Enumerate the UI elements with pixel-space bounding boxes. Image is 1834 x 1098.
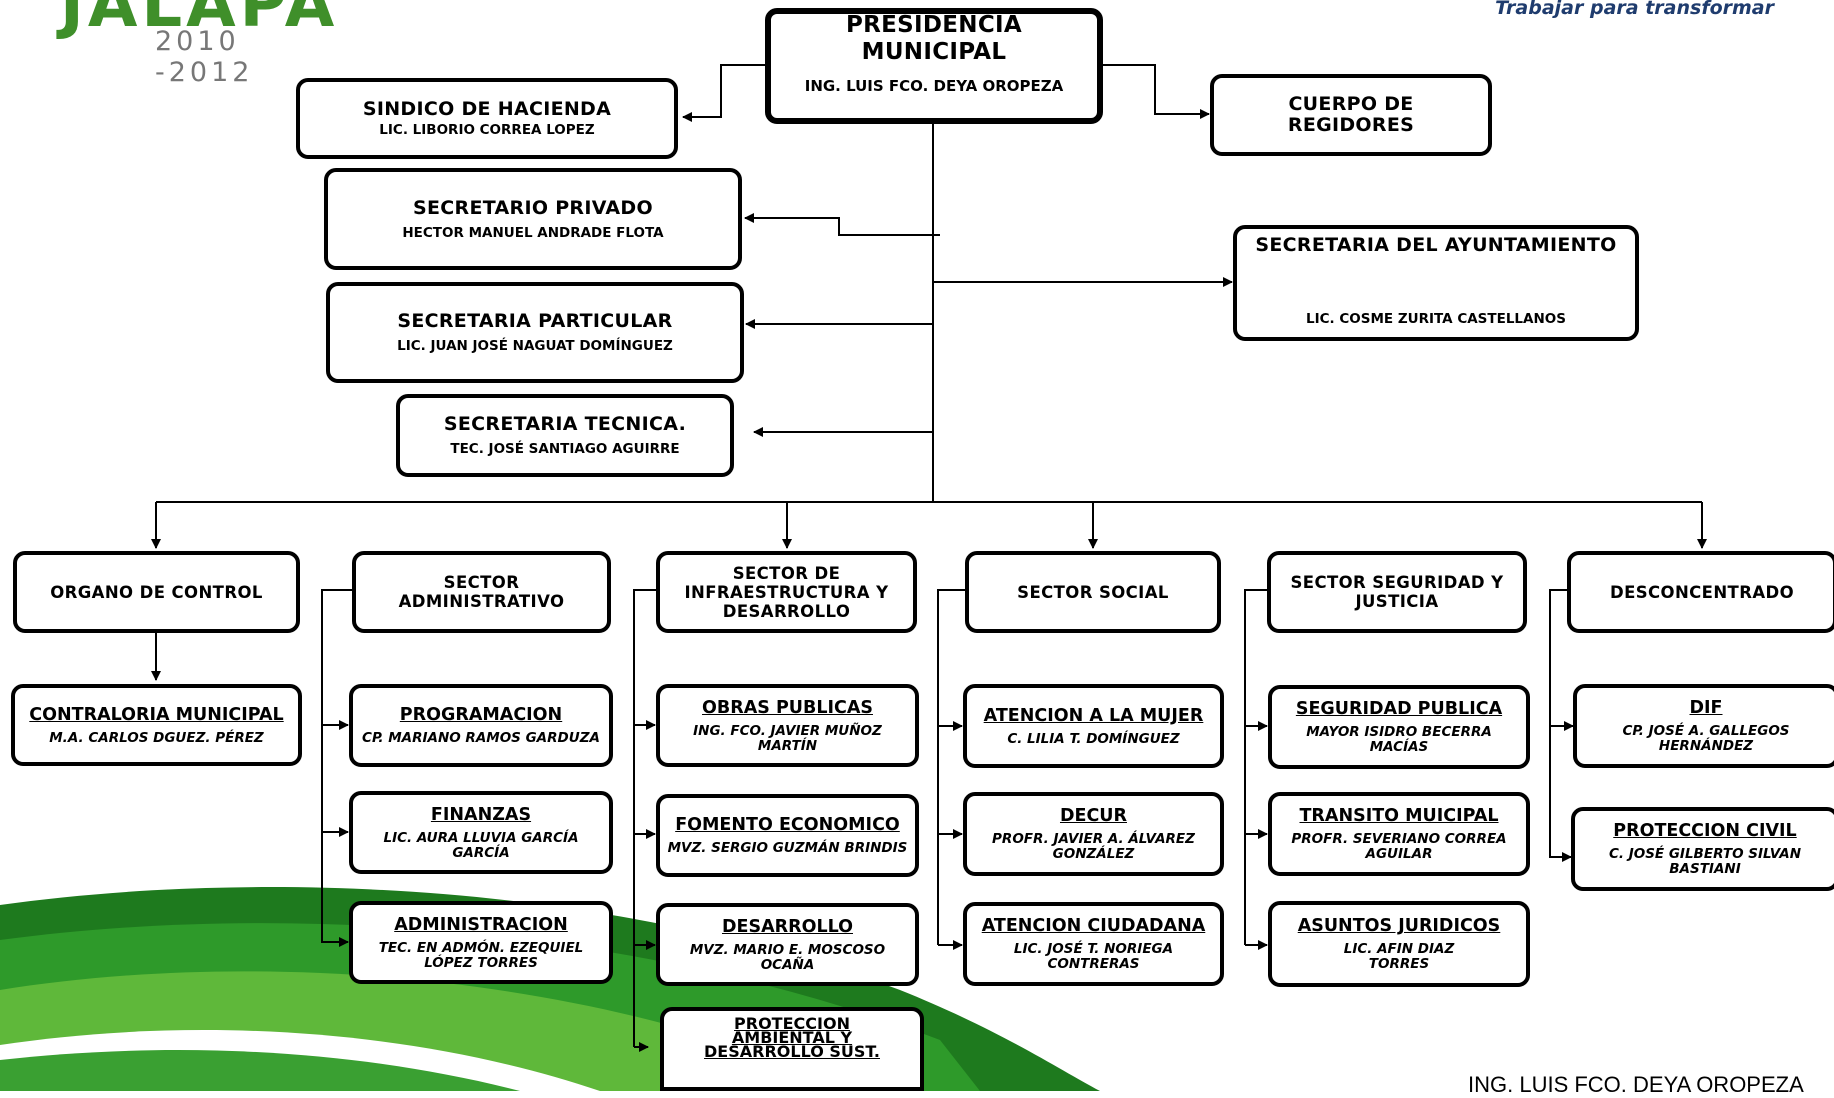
unit-name: CONTRALORIA MUNICIPAL [29, 704, 284, 725]
unit-person: LIC. AURA LLUVIA GARCÍA GARCÍA [383, 829, 579, 861]
unit-name: SEGURIDAD PUBLICA [1295, 699, 1503, 719]
unit-contraloria-municipal-box: CONTRALORIA MUNICIPAL M.A. CARLOS DGUEZ.… [11, 684, 302, 766]
presidencia-title-line1: PRESIDENCIA [846, 12, 1022, 38]
ayuntamiento-title: SECRETARIA DEL AYUNTAMIENTO [1255, 234, 1617, 256]
unit-name: DIF [1689, 698, 1723, 718]
unit-name: DESARROLLO [721, 916, 853, 937]
unit-person: MVZ. SERGIO GUZMÁN BRINDIS [667, 840, 908, 856]
unit-administracion-box: ADMINISTRACION TEC. EN ADMÓN. EZEQUIEL L… [349, 901, 613, 984]
unit-name: ATENCION CIUDADANA [981, 916, 1206, 936]
sector-desconcentrado-box: DESCONCENTRADO [1567, 551, 1834, 633]
tecnica-title: SECRETARIA TECNICA. [443, 413, 687, 435]
secretaria-particular-box: SECRETARIA PARTICULAR LIC. JUAN JOSÉ NAG… [326, 282, 744, 383]
cuerpo-title-line2: REGIDORES [1287, 114, 1415, 136]
secretaria-ayuntamiento-box: SECRETARIA DEL AYUNTAMIENTO LIC. COSME Z… [1233, 225, 1639, 341]
particular-name: LIC. JUAN JOSÉ NAGUAT DOMÍNGUEZ [397, 338, 673, 354]
unit-person: CP. JOSÉ A. GALLEGOS HERNÁNDEZ [1622, 723, 1790, 754]
logo-wordmark: JALAPA [60, 0, 339, 42]
unit-person: LIC. AFIN DIAZ TORRES [1343, 941, 1455, 972]
sindico-name: LIC. LIBORIO CORREA LOPEZ [379, 122, 595, 138]
sector-title: SECTOR SEGURIDAD Y JUSTICIA [1290, 573, 1504, 611]
sindico-title: SINDICO DE HACIENDA [362, 98, 612, 120]
presidencia-title-line2: MUNICIPAL [861, 39, 1007, 65]
unit-atencion-ciudadana-box: ATENCION CIUDADANA LIC. JOSÉ T. NORIEGA … [963, 902, 1224, 986]
unit-person: MVZ. MARIO E. MOSCOSO OCAÑA [689, 941, 886, 973]
sindico-box: SINDICO DE HACIENDA LIC. LIBORIO CORREA … [296, 78, 678, 159]
unit-person: C. JOSÉ GILBERTO SILVAN BASTIANI [1608, 846, 1802, 877]
sector-organo-control-box: ORGANO DE CONTROL [13, 551, 300, 633]
unit-seguridad-publica-box: SEGURIDAD PUBLICA MAYOR ISIDRO BECERRA M… [1268, 685, 1530, 769]
sector-title: SECTOR SOCIAL [1017, 582, 1169, 602]
unit-person: MAYOR ISIDRO BECERRA MACÍAS [1306, 724, 1492, 755]
presidencia-name: ING. LUIS FCO. DEYA OROPEZA [804, 77, 1064, 95]
sector-title: DESCONCENTRADO [1609, 582, 1795, 602]
ayuntamiento-name: LIC. COSME ZURITA CASTELLANOS [1306, 311, 1566, 327]
unit-atencion-mujer-box: ATENCION A LA MUJER C. LILIA T. DOMÍNGUE… [963, 684, 1224, 768]
secretario-privado-box: SECRETARIO PRIVADO HECTOR MANUEL ANDRADE… [324, 168, 742, 270]
unit-person: LIC. JOSÉ T. NORIEGA CONTRERAS [1013, 941, 1174, 972]
unit-decur-box: DECUR PROFR. JAVIER A. ÁLVAREZ GONZÁLEZ [963, 792, 1224, 876]
tecnica-name: TEC. JOSÉ SANTIAGO AGUIRRE [450, 441, 680, 457]
unit-programacion-box: PROGRAMACION CP. MARIANO RAMOS GARDUZA [349, 684, 613, 767]
unit-desarrollo-box: DESARROLLO MVZ. MARIO E. MOSCOSO OCAÑA [656, 903, 919, 986]
unit-proteccion-civil-box: PROTECCION CIVIL C. JOSÉ GILBERTO SILVAN… [1571, 807, 1834, 891]
slogan: Trabajar para transformar [1495, 0, 1774, 19]
secretaria-tecnica-box: SECRETARIA TECNICA. TEC. JOSÉ SANTIAGO A… [396, 394, 734, 477]
unit-person: CP. MARIANO RAMOS GARDUZA [362, 730, 600, 746]
unit-person: C. LILIA T. DOMÍNGUEZ [1007, 730, 1180, 747]
unit-name: PROTECCION CIVIL [1613, 821, 1797, 841]
sector-administrativo-box: SECTOR ADMINISTRATIVO [352, 551, 611, 633]
unit-name: OBRAS PUBLICAS [702, 697, 873, 718]
unit-person: ING. FCO. JAVIER MUÑOZ MARTÍN [693, 722, 882, 754]
sector-social-box: SECTOR SOCIAL [965, 551, 1221, 633]
sector-seguridad-justicia-box: SECTOR SEGURIDAD Y JUSTICIA [1267, 551, 1527, 633]
footer-name: ING. LUIS FCO. DEYA OROPEZA [1468, 1072, 1804, 1097]
unit-person: TEC. EN ADMÓN. EZEQUIEL LÓPEZ TORRES [378, 939, 584, 971]
unit-person: M.A. CARLOS DGUEZ. PÉREZ [49, 729, 264, 746]
unit-transito-municipal-box: TRANSITO MUICIPAL PROFR. SEVERIANO CORRE… [1268, 792, 1530, 876]
unit-fomento-economico-box: FOMENTO ECONOMICO MVZ. SERGIO GUZMÁN BRI… [656, 794, 919, 877]
particular-title: SECRETARIA PARTICULAR [397, 310, 673, 332]
unit-proteccion-ambiental-box: PROTECCION AMBIENTAL Y DESARROLLO SUST. [660, 1007, 924, 1091]
cuerpo-title-line1: CUERPO DE [1288, 93, 1414, 115]
unit-name: FINANZAS [430, 804, 532, 825]
cuerpo-regidores-box: CUERPO DE REGIDORES [1210, 74, 1492, 156]
unit-name: FOMENTO ECONOMICO [675, 815, 900, 835]
unit-name: TRANSITO MUICIPAL [1299, 806, 1499, 826]
unit-dif-box: DIF CP. JOSÉ A. GALLEGOS HERNÁNDEZ [1573, 684, 1834, 768]
sector-title: SECTOR ADMINISTRATIVO [398, 573, 565, 611]
unit-name: PROGRAMACION [399, 705, 563, 725]
privado-title: SECRETARIO PRIVADO [413, 196, 653, 219]
unit-obras-publicas-box: OBRAS PUBLICAS ING. FCO. JAVIER MUÑOZ MA… [656, 684, 919, 767]
privado-name: HECTOR MANUEL ANDRADE FLOTA [402, 224, 664, 241]
unit-name: ASUNTOS JURIDICOS [1297, 916, 1501, 936]
unit-name: ATENCION A LA MUJER [983, 705, 1204, 726]
unit-person: PROFR. SEVERIANO CORREA AGUILAR [1291, 831, 1507, 862]
sector-infraestructura-box: SECTOR DE INFRAESTRUCTURA Y DESARROLLO [656, 551, 917, 633]
unit-asuntos-juridicos-box: ASUNTOS JURIDICOS LIC. AFIN DIAZ TORRES [1268, 901, 1530, 987]
unit-name: PROTECCION AMBIENTAL Y DESARROLLO SUST. [704, 1014, 880, 1061]
sector-title: ORGANO DE CONTROL [50, 582, 263, 602]
unit-name: DECUR [1059, 806, 1127, 826]
sector-title: SECTOR DE INFRAESTRUCTURA Y DESARROLLO [684, 563, 889, 621]
unit-person: PROFR. JAVIER A. ÁLVAREZ GONZÁLEZ [992, 831, 1195, 862]
presidencia-municipal-box: PRESIDENCIA MUNICIPAL ING. LUIS FCO. DEY… [765, 8, 1103, 124]
logo-years: 2010 -2012 [155, 26, 254, 88]
unit-finanzas-box: FINANZAS LIC. AURA LLUVIA GARCÍA GARCÍA [349, 791, 613, 874]
unit-name: ADMINISTRACION [394, 914, 568, 935]
